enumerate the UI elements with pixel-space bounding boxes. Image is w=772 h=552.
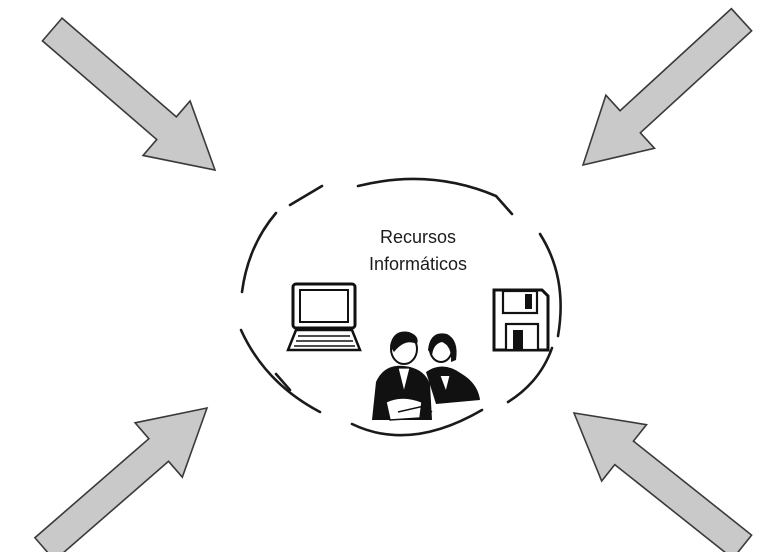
arrow-top-left	[41, 17, 217, 172]
center-label: Recursos Informáticos	[318, 224, 518, 278]
people-icon	[372, 331, 480, 421]
computer-icon	[286, 282, 362, 352]
center-label-line-2: Informáticos	[368, 254, 468, 274]
arrow-top-right	[581, 7, 753, 167]
resource-circle	[239, 177, 562, 437]
center-label-line-1: Recursos	[379, 227, 457, 247]
floppy-disk-icon	[492, 288, 550, 352]
arrow-bottom-left	[33, 406, 209, 552]
arrow-bottom-right	[572, 411, 753, 552]
